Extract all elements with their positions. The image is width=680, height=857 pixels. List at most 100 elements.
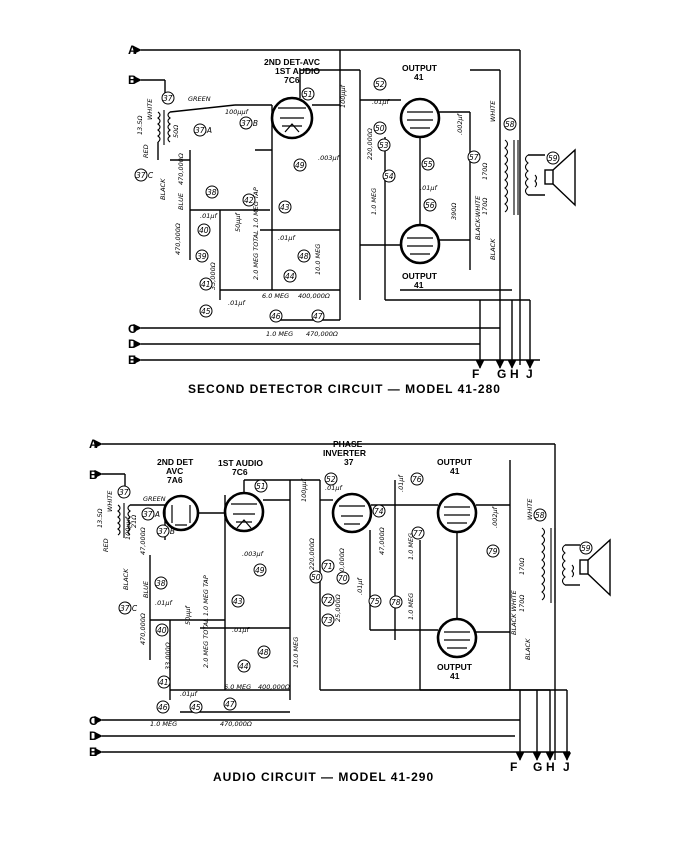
- value-c-002-2: .002μf: [491, 505, 499, 528]
- det-label-line1: 2ND DET: [157, 457, 194, 467]
- bottom-diagram: A B C D E F G H J 13.5Ω WHIT: [89, 437, 611, 784]
- wire-white2-label-2: WHITE: [526, 498, 534, 520]
- value-c-01e: .01μf: [420, 184, 438, 192]
- tube-output-top-2: [399, 223, 441, 265]
- value-c-003: .003μf: [318, 154, 341, 162]
- bus-label-j: J: [526, 367, 533, 381]
- value-c-01a-2: .01μf: [155, 599, 173, 607]
- value-r-6meg: 6.0 MEG: [262, 292, 289, 300]
- part-46: 46: [271, 312, 281, 321]
- part-39: 39: [197, 252, 207, 261]
- part-58-2: 58: [535, 511, 545, 520]
- value-r-220k-2: 220,000Ω: [308, 538, 316, 570]
- bus-label-b-2: B: [89, 468, 98, 482]
- speaker-icon-2: [571, 538, 611, 597]
- part-37c: 37 C: [136, 171, 154, 180]
- value-r-1meg-c-2: 1.0 MEG: [407, 593, 415, 620]
- part-37b: 37 B: [241, 119, 258, 128]
- wire-white-label: WHITE: [146, 98, 154, 120]
- output-transformer-58: [504, 139, 545, 215]
- value-r-33k: 33,000Ω: [209, 262, 217, 290]
- bus-label-h: H: [510, 367, 519, 381]
- xfmr-sec-value-2: 21Ω: [130, 515, 138, 528]
- part-76-2: 76: [412, 475, 422, 484]
- bus-label-d-2: D: [89, 729, 98, 743]
- part-50: 50: [375, 124, 385, 133]
- value-r-400k: 400,000Ω: [298, 292, 330, 300]
- wire-blue-label-2: BLUE: [142, 580, 150, 598]
- top-wiring: [170, 50, 530, 321]
- top-bus-lines: [133, 45, 540, 369]
- part-37: 37: [163, 94, 173, 103]
- out2-label-line1: OUTPUT: [402, 271, 438, 281]
- value-r-220k: 220,000Ω: [366, 128, 374, 160]
- det-label-line2: AVC: [166, 466, 183, 476]
- part-73-2: 73: [323, 616, 333, 625]
- top-part-markers: 37 37 C 37 B 37 A 38 39 40 41 42 43 44 4…: [134, 77, 560, 323]
- xfmr-out-b: 170Ω: [481, 198, 489, 215]
- part-42: 42: [244, 196, 254, 205]
- part-52: 52: [375, 80, 385, 89]
- value-c-01a: .01μf: [372, 98, 390, 106]
- wire-blue-label: BLUE: [177, 192, 185, 210]
- xfmr-out-a-2: 170Ω: [518, 558, 526, 575]
- part-55: 55: [423, 160, 433, 169]
- part-57: 57: [469, 153, 479, 162]
- speaker-icon: [534, 148, 576, 207]
- bus-label-e-2: E: [89, 745, 97, 759]
- bus-label-c: C: [128, 322, 137, 336]
- value-r-470k-b: 470,000Ω: [174, 223, 182, 255]
- bus-label-e: E: [128, 353, 136, 367]
- value-c-01b: .01μf: [200, 212, 218, 220]
- bus-label-g: G: [497, 367, 506, 381]
- xfmr-out-b-2: 170Ω: [518, 595, 526, 612]
- part-43-2: 43: [233, 597, 243, 606]
- bottom-part-markers: 37 37 A 37 B 37 C 38 40 41 43 44 45 46 4…: [117, 472, 593, 714]
- if-transformer-37-b: [117, 503, 165, 538]
- bus-label-c-2: C: [89, 714, 98, 728]
- value-r-1meg-2: 1.0 MEG: [150, 720, 177, 728]
- value-c-01f-2: .01μf: [397, 474, 405, 492]
- value-pot: 2.0 MEG TOTAL 1.0 MEG TAP: [252, 187, 260, 280]
- wire-black-label-2: BLACK: [122, 568, 130, 590]
- top-caption: SECOND DETECTOR CIRCUIT — MODEL 41-280: [188, 382, 501, 396]
- part-78-2: 78: [391, 598, 401, 607]
- value-c-01d: .01μf: [228, 299, 246, 307]
- part-41-2: 41: [159, 678, 169, 687]
- part-38-2: 38: [156, 579, 166, 588]
- part-50-2: 50: [311, 573, 321, 582]
- value-c-100: 100μμf: [225, 108, 250, 116]
- part-44-2: 44: [239, 662, 249, 671]
- value-c-100b-2: 100μμf: [300, 477, 308, 502]
- tube-7a6: [162, 494, 200, 532]
- tube-output-bottom-2: [436, 617, 478, 659]
- part-53: 53: [379, 141, 389, 150]
- out4-label-line1: OUTPUT: [437, 662, 473, 672]
- part-48-2: 48: [259, 648, 269, 657]
- bus-label-f: F: [472, 367, 479, 381]
- bottom-caption: AUDIO CIRCUIT — MODEL 41-290: [213, 770, 434, 784]
- part-48: 48: [299, 252, 309, 261]
- value-c-01c: .01μf: [278, 234, 296, 242]
- part-46-2: 46: [158, 703, 168, 712]
- tube-label-line2: 1ST AUDIO: [275, 66, 320, 76]
- bus-label-a: A: [128, 43, 137, 57]
- value-r-33k-2: 33,000Ω: [164, 642, 172, 670]
- part-77-2: 77: [413, 529, 423, 538]
- wire-green-label-2: GREEN: [143, 495, 166, 503]
- part-47-2: 47: [225, 700, 235, 709]
- part-40-2: 40: [157, 626, 167, 635]
- tube-output-bottom-1: [436, 492, 478, 534]
- value-c-100-2: 100μμf: [124, 515, 132, 540]
- value-c-50-2: 50μμf: [184, 604, 192, 625]
- part-52-2: 52: [326, 475, 336, 484]
- wire-white-label-2: WHITE: [106, 490, 114, 512]
- value-r-47k: 47,000Ω: [139, 527, 147, 555]
- wire-red-label-2: RED: [102, 538, 110, 552]
- top-diagram: A B C D E F G H J: [128, 43, 576, 396]
- part-37a-2: 37 A: [143, 510, 160, 519]
- part-51: 51: [303, 90, 313, 99]
- value-r-470k-c-2: 47,000Ω: [378, 527, 386, 555]
- part-54: 54: [384, 172, 394, 181]
